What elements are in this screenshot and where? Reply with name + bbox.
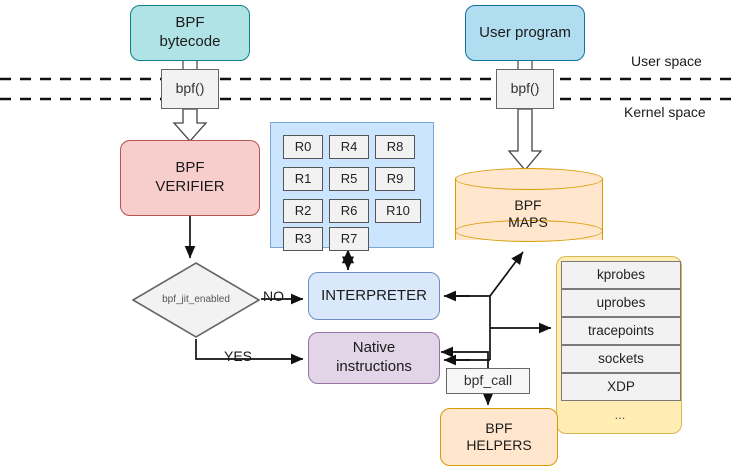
hook-item-more: ... bbox=[614, 406, 626, 422]
bpf-bytecode-line1: BPF bbox=[175, 14, 205, 32]
user-space-label: User space bbox=[631, 53, 702, 69]
edge-native-to-bpfcall bbox=[440, 346, 489, 368]
node-bpf-verifier[interactable]: BPF VERIFIER bbox=[120, 140, 260, 216]
hook-item-sockets[interactable]: sockets bbox=[561, 345, 681, 373]
edge-bus-to-bpfmaps bbox=[489, 251, 524, 297]
register-cell-r9: R9 bbox=[375, 167, 415, 191]
edge-bus-to-maps-and-hooks bbox=[445, 295, 491, 361]
bpf-helpers-line2: HELPERS bbox=[466, 437, 532, 453]
register-cell-r2: R2 bbox=[283, 199, 323, 223]
diamond-shape bbox=[132, 262, 260, 338]
interpreter-label: INTERPRETER bbox=[321, 286, 427, 304]
bpf-maps-label-group: BPF MAPS bbox=[455, 186, 601, 242]
node-interpreter[interactable]: INTERPRETER bbox=[308, 272, 440, 320]
edge-label-no: NO bbox=[263, 288, 284, 304]
syscall-right-label: bpf() bbox=[510, 80, 540, 97]
register-cell-r1: R1 bbox=[283, 167, 323, 191]
native-instructions-line2: instructions bbox=[336, 358, 412, 375]
register-cell-r7: R7 bbox=[329, 227, 369, 251]
edge-label-yes: YES bbox=[224, 348, 253, 364]
bpf-helpers-line1: BPF bbox=[485, 419, 513, 436]
cylinder-bottom bbox=[455, 220, 603, 242]
node-syscall-bpf-right[interactable]: bpf() bbox=[496, 69, 554, 109]
node-bpf-maps[interactable]: BPF MAPS bbox=[455, 168, 603, 250]
register-cell-r4: R4 bbox=[329, 135, 369, 159]
node-bpf-call[interactable]: bpf_call bbox=[446, 368, 530, 394]
node-hooks-list[interactable]: kprobes uprobes tracepoints sockets XDP … bbox=[556, 256, 682, 434]
register-cell-r0: R0 bbox=[283, 135, 323, 159]
jit-decision-label: bpf_jit_enabled bbox=[162, 293, 230, 305]
node-bpf-bytecode[interactable]: BPF bytecode bbox=[130, 5, 250, 61]
bpf-call-label: bpf_call bbox=[463, 372, 513, 389]
bpf-bytecode-line2: bytecode bbox=[159, 33, 221, 50]
register-cell-r8: R8 bbox=[375, 135, 415, 159]
syscall-left-label: bpf() bbox=[175, 80, 205, 97]
bpf-verifier-line2: VERIFIER bbox=[155, 178, 225, 195]
edge-decision-yes-to-native bbox=[195, 339, 304, 365]
cylinder-top bbox=[455, 168, 603, 190]
hook-item-xdp[interactable]: XDP bbox=[561, 373, 681, 401]
bpf-verifier-line1: BPF bbox=[175, 159, 205, 177]
node-bpf-helpers[interactable]: BPF HELPERS bbox=[440, 408, 558, 466]
node-jit-decision[interactable]: bpf_jit_enabled bbox=[132, 262, 260, 338]
node-syscall-bpf-left[interactable]: bpf() bbox=[161, 69, 219, 109]
user-kernel-boundary-lines bbox=[0, 77, 737, 101]
register-cell-r10: R10 bbox=[375, 199, 421, 223]
native-instructions-line1: Native bbox=[352, 339, 396, 357]
hook-item-tracepoints[interactable]: tracepoints bbox=[561, 317, 681, 345]
node-native-instructions[interactable]: Native instructions bbox=[308, 332, 440, 384]
edge-syscall-to-verifier bbox=[172, 108, 208, 142]
register-cell-r5: R5 bbox=[329, 167, 369, 191]
node-user-program[interactable]: User program bbox=[465, 5, 585, 61]
hook-item-kprobes[interactable]: kprobes bbox=[561, 261, 681, 289]
bpf-maps-line2: MAPS bbox=[508, 214, 548, 230]
node-register-file[interactable]: R0 R1 R2 R3 R4 R5 R6 R7 R8 R9 R10 Regist… bbox=[270, 122, 434, 361]
hook-item-uprobes[interactable]: uprobes bbox=[561, 289, 681, 317]
user-program-label: User program bbox=[479, 23, 571, 41]
register-cell-r6: R6 bbox=[329, 199, 369, 223]
kernel-space-label: Kernel space bbox=[624, 104, 706, 120]
register-cell-r3: R3 bbox=[283, 227, 323, 251]
bpf-maps-line1: BPF bbox=[514, 196, 542, 213]
edge-syscall-to-bpfmaps bbox=[507, 108, 543, 172]
